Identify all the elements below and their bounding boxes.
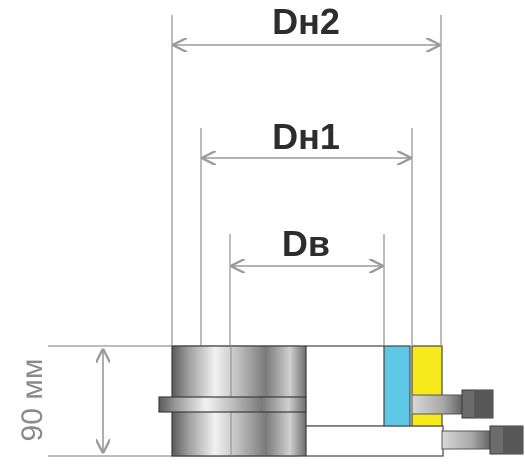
inner-layer-blue [383,345,411,427]
lower-connector-cap-shade [503,426,523,454]
metal-band-ring [158,396,307,413]
lower-connector-rod [441,430,493,450]
dimension-lines [103,45,439,452]
extension-lines [171,15,442,345]
lower-connector [441,425,524,455]
pipe-lower-flange [304,425,444,457]
upper-connector [411,389,494,419]
label-dv: Dв [282,223,330,264]
upper-connector-cap-shade [474,390,493,418]
label-dn2: Dн2 [272,1,340,42]
pipe-cross-section [158,345,524,457]
label-height: 90 мм [16,359,49,442]
pipe-white-body [304,345,386,427]
upper-connector-rod [411,394,465,415]
label-dn1: Dн1 [272,116,340,157]
